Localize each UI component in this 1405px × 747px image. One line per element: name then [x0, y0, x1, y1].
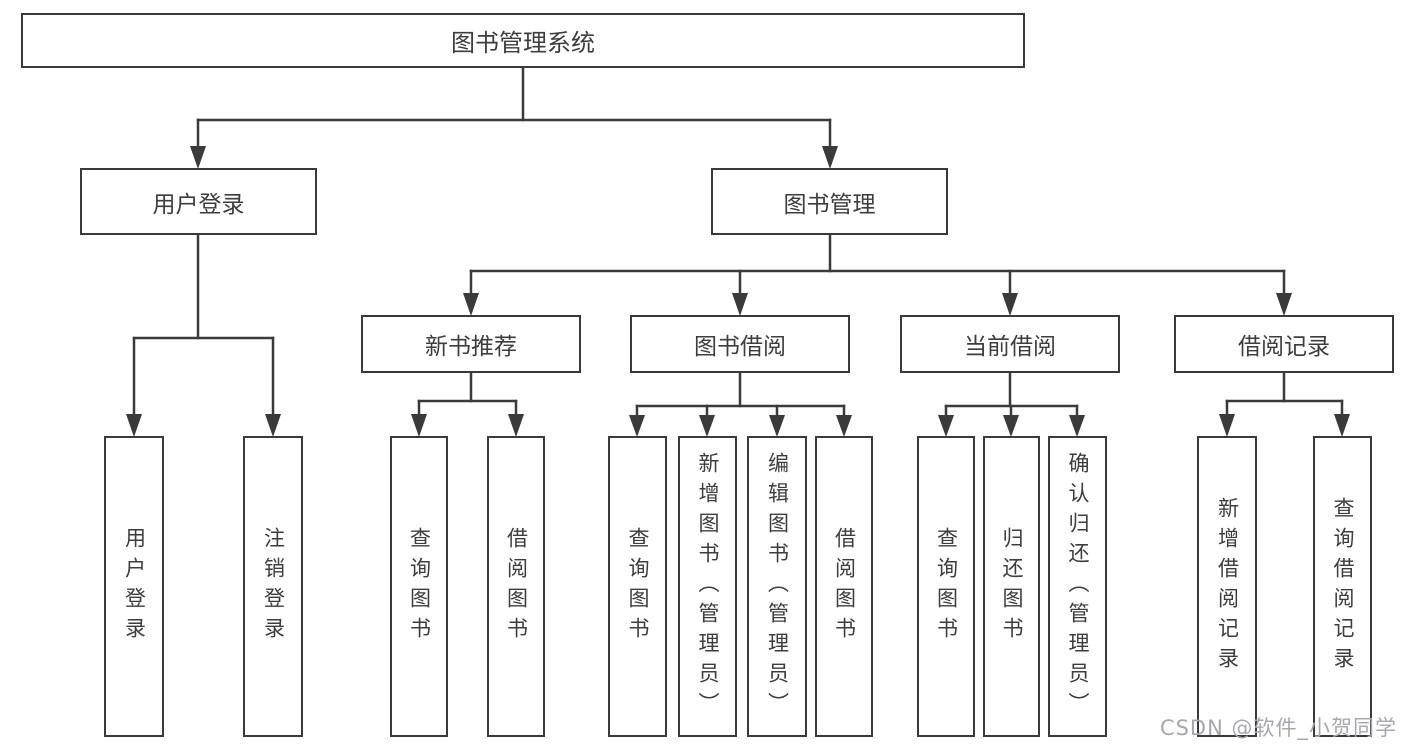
node-library-management-system: 图书管理系统: [21, 13, 1025, 68]
leaf-search-books-recommend: 查询图书: [390, 436, 448, 737]
arrowhead-icon: [836, 415, 852, 437]
arrowhead-icon: [699, 415, 715, 437]
leaf-logout: 注销登录: [243, 436, 303, 737]
leaf-confirm-return-admin: 确认归还（管理员）: [1048, 436, 1107, 737]
leaf-edit-books-admin: 编辑图书（管理员）: [747, 436, 807, 737]
node-book-borrowing: 图书借阅: [630, 315, 850, 373]
arrowhead-icon: [822, 146, 838, 169]
branch-book-management: [463, 233, 1292, 316]
arrowhead-icon: [732, 293, 748, 316]
arrowhead-icon: [1334, 414, 1350, 437]
arrowhead-icon: [265, 414, 281, 437]
arrowhead-icon: [190, 146, 206, 169]
branch-book-borrowing: [629, 371, 852, 437]
branch-user-login: [126, 233, 281, 437]
arrowhead-icon: [1003, 415, 1019, 437]
arrowhead-icon: [1219, 414, 1235, 437]
node-new-book-recommendation: 新书推荐: [361, 315, 581, 373]
leaf-search-borrow-record: 查询借阅记录: [1313, 436, 1372, 737]
branch-current-borrowing: [938, 371, 1085, 437]
leaf-borrow-books: 借阅图书: [815, 436, 873, 737]
arrowhead-icon: [508, 414, 524, 437]
arrowhead-icon: [411, 414, 427, 437]
branch-new-book-recommendation: [411, 371, 524, 437]
arrowhead-icon: [1002, 293, 1018, 316]
branch-root: [190, 66, 838, 169]
arrowhead-icon: [938, 415, 954, 437]
node-book-management: 图书管理: [711, 168, 948, 235]
node-user-login: 用户登录: [80, 168, 317, 235]
node-borrowing-records: 借阅记录: [1174, 315, 1394, 373]
leaf-add-borrow-record: 新增借阅记录: [1197, 436, 1257, 737]
leaf-return-books: 归还图书: [983, 436, 1040, 737]
node-current-borrowing: 当前借阅: [900, 315, 1120, 373]
leaf-borrow-books-recommend: 借阅图书: [487, 436, 545, 737]
arrowhead-icon: [1276, 293, 1292, 316]
arrowhead-icon: [1069, 415, 1085, 437]
arrowhead-icon: [769, 415, 785, 437]
leaf-add-books-admin: 新增图书（管理员）: [678, 436, 737, 737]
arrowhead-icon: [126, 414, 142, 437]
leaf-search-books-borrowing: 查询图书: [608, 436, 667, 737]
branch-borrowing-records: [1219, 371, 1350, 437]
arrowhead-icon: [463, 293, 479, 316]
arrowhead-icon: [629, 415, 645, 437]
leaf-search-books-current: 查询图书: [917, 436, 975, 737]
leaf-user-login: 用户登录: [104, 436, 164, 737]
